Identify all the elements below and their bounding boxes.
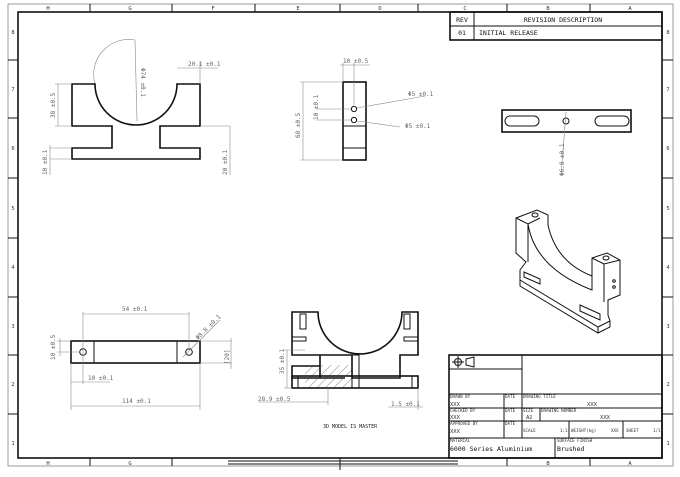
sheet-value: 1/1 bbox=[653, 428, 661, 433]
row-label-right: 8 bbox=[666, 30, 669, 36]
col-label-top: G bbox=[128, 6, 131, 12]
date-label: DATE bbox=[505, 394, 516, 399]
weight-value: XXX bbox=[611, 428, 619, 433]
drawn-by-label: DRAWN BY bbox=[450, 394, 471, 399]
front-view: Φ74 ±0.1 20.1 ±0.1 38 ±0.5 10 ±0.1 20 ±0… bbox=[42, 39, 231, 175]
date-label: DATE bbox=[505, 421, 516, 426]
col-label-top: A bbox=[628, 6, 632, 12]
material-value: 6000 Series Aluminium bbox=[450, 445, 532, 453]
checked-by-value: XXX bbox=[450, 415, 461, 421]
col-label-top: C bbox=[463, 6, 466, 12]
row-label-left: 2 bbox=[11, 382, 14, 388]
col-label-bottom: B bbox=[546, 461, 550, 467]
rev-value: 01 bbox=[458, 29, 466, 37]
row-label-right: 1 bbox=[666, 441, 669, 447]
surface-finish-label: SURFACE FINISH bbox=[557, 438, 593, 443]
dim-section-height: 35 ±0.1 bbox=[279, 348, 286, 374]
row-label-right: 6 bbox=[666, 146, 669, 152]
approved-by-value: XXX bbox=[450, 429, 461, 435]
dim-section-chamfer: 1.5 ±0.1 bbox=[391, 401, 420, 408]
row-label-right: 7 bbox=[666, 87, 669, 93]
col-label-top: F bbox=[211, 6, 214, 12]
row-label-left: 8 bbox=[11, 30, 14, 36]
col-label-bottom: H bbox=[46, 461, 49, 467]
drawing-number-label: DRAWING NUMBER bbox=[541, 408, 577, 413]
dim-side-hole-1: Φ5 ±0.1 bbox=[408, 91, 434, 98]
revision-table: REV REVISION DESCRIPTION 01 INITIAL RELE… bbox=[449, 11, 663, 41]
col-label-top: D bbox=[378, 6, 381, 12]
col-label-top: H bbox=[46, 6, 49, 12]
approved-by-label: APPROVED BY bbox=[450, 421, 478, 426]
row-label-right: 4 bbox=[666, 265, 670, 271]
material-label: MATERIAL bbox=[450, 438, 471, 443]
dim-front-base: 10 ±0.1 bbox=[42, 149, 49, 175]
title-block: DRAWN BY XXX DATE CHECKED BY XXX DATE AP… bbox=[448, 354, 663, 459]
dim-front-flange: 20 ±0.1 bbox=[222, 149, 229, 175]
dim-side-hole-2: Φ5 ±0.1 bbox=[405, 123, 431, 130]
dim-side-width: 10 ±0.5 bbox=[343, 58, 369, 65]
scale-label: SCALE bbox=[523, 428, 536, 433]
row-label-left: 1 bbox=[11, 441, 14, 447]
dim-bottom-edge: 10 ±0.1 bbox=[88, 375, 114, 382]
dim-section-offset: 28.9 ±0.5 bbox=[258, 396, 291, 403]
size-label: SIZE bbox=[523, 408, 534, 413]
row-label-left: 5 bbox=[11, 206, 14, 212]
dim-bottom-hole-offset: 10 ±0.5 bbox=[50, 334, 57, 360]
dim-front-diameter: Φ74 ±0.1 bbox=[139, 68, 146, 97]
dim-bottom-length: 114 ±0.1 bbox=[122, 398, 151, 405]
row-label-left: 6 bbox=[11, 146, 14, 152]
drawing-title-label: DRAWING TITLE bbox=[523, 394, 556, 399]
projection-symbol-icon bbox=[452, 356, 475, 368]
checked-by-label: CHECKED BY bbox=[450, 408, 476, 413]
row-label-left: 4 bbox=[11, 265, 15, 271]
dim-bottom-reference: [20] bbox=[224, 350, 231, 364]
dim-top-hole: Φ6.8 ±0.1 bbox=[559, 143, 566, 176]
drawn-by-value: XXX bbox=[450, 402, 461, 408]
row-label-right: 3 bbox=[666, 324, 669, 330]
dim-side-height: 68 ±0.5 bbox=[295, 112, 302, 138]
revision-description-header: REVISION DESCRIPTION bbox=[524, 16, 602, 24]
dim-front-width: 20.1 ±0.1 bbox=[188, 61, 221, 68]
border-ticks bbox=[8, 4, 673, 470]
row-label-left: 7 bbox=[11, 87, 14, 93]
row-labels: 8 7 6 5 4 3 2 1 8 7 6 5 4 3 2 1 bbox=[11, 30, 670, 447]
dim-side-hole-spacing: 10 ±0.1 bbox=[313, 94, 320, 120]
surface-finish-value: Brushed bbox=[557, 445, 584, 453]
dim-front-height: 38 ±0.5 bbox=[50, 92, 57, 118]
col-label-bottom: A bbox=[628, 461, 632, 467]
row-label-left: 3 bbox=[11, 324, 14, 330]
row-label-right: 5 bbox=[666, 206, 669, 212]
scale-value: 1:1 bbox=[560, 428, 568, 433]
date-label: DATE bbox=[505, 408, 516, 413]
size-value: A2 bbox=[526, 415, 533, 421]
row-label-right: 2 bbox=[666, 382, 669, 388]
rev-header: REV bbox=[456, 16, 468, 24]
isometric-view bbox=[515, 209, 621, 334]
col-label-bottom: G bbox=[128, 461, 131, 467]
col-label-top: B bbox=[546, 6, 550, 12]
col-label-top: E bbox=[296, 6, 299, 12]
section-view: 35 ±0.1 28.9 ±0.5 1.5 ±0.1 3D MODEL IS M… bbox=[258, 311, 423, 430]
drawing-title-value: XXX bbox=[587, 402, 598, 408]
column-labels: H G F E D C B A H G B A bbox=[46, 6, 632, 467]
side-view: 10 ±0.5 Φ5 ±0.1 Φ5 ±0.1 10 ±0.1 68 ±0.5 bbox=[295, 58, 434, 161]
model-note: 3D MODEL IS MASTER bbox=[323, 424, 378, 430]
sheet-label: SHEET bbox=[626, 428, 639, 433]
dim-bottom-hole-spacing: 54 ±0.1 bbox=[122, 306, 148, 313]
revision-description: INITIAL RELEASE bbox=[479, 29, 538, 37]
weight-label: WEIGHT(kg) bbox=[571, 428, 596, 433]
drawing-number-value: XXX bbox=[600, 415, 611, 421]
top-view: Φ6.8 ±0.1 bbox=[501, 109, 632, 177]
